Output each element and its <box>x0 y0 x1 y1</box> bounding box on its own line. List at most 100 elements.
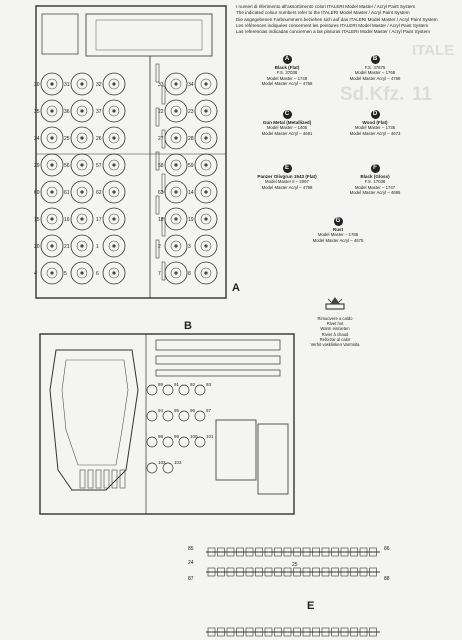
small-part <box>87 469 94 489</box>
part-number: 33 <box>158 82 164 88</box>
small-part <box>146 410 158 422</box>
small-part <box>146 384 158 396</box>
road-wheel-part <box>40 261 64 285</box>
road-wheel-part <box>194 72 218 96</box>
part-number: 2 <box>158 244 161 250</box>
track-link-part <box>331 567 339 577</box>
rod-part <box>161 173 166 193</box>
glue-line: Rimuovere a caldo <box>317 316 353 321</box>
small-part <box>194 436 206 448</box>
header-line: I numeri di riferimento all'assortimento… <box>236 4 416 9</box>
header-line: Les références indiquées concernent les … <box>236 22 429 28</box>
road-wheel-part <box>102 153 126 177</box>
track-link-part <box>245 627 254 637</box>
small-part <box>194 410 206 422</box>
part-number: 18 <box>158 217 164 223</box>
part-number: 27 <box>158 136 164 142</box>
road-wheel-part <box>194 234 218 258</box>
part-number: 60 <box>34 190 40 196</box>
header-line: The indicated colour numbers refer to th… <box>236 10 410 16</box>
part-number: 24 <box>34 136 40 142</box>
paint-letter-badge: D <box>370 110 380 119</box>
part-number: 25 <box>64 136 70 142</box>
road-wheel-part <box>70 153 94 177</box>
part-number: 87 <box>188 576 194 582</box>
part-number: 94 <box>158 408 164 413</box>
part-number: 58 <box>158 163 164 169</box>
road-wheel-part <box>70 261 94 285</box>
track-link-part <box>312 567 320 577</box>
road-wheel-part <box>70 99 94 123</box>
road-wheel-part <box>194 153 218 177</box>
part-number: 101 <box>206 434 214 439</box>
sprue-label-e: E <box>307 600 315 612</box>
road-wheel-part <box>164 153 188 177</box>
track-link-part <box>321 567 330 577</box>
part-number: 98 <box>158 434 164 439</box>
paint-e: E Panzer Olivgrun 1943 (Flat) Model Mast… <box>232 164 342 190</box>
small-part <box>95 469 102 489</box>
track-link-part <box>340 567 349 577</box>
track-link-part <box>264 627 273 637</box>
part-number: 16 <box>64 217 70 223</box>
part-number: 96 <box>190 408 196 413</box>
track-link-part <box>369 627 377 637</box>
glue-line: Verhit vasklinken Varmnita <box>310 342 360 348</box>
small-part <box>119 469 126 489</box>
track-link-part <box>207 567 216 577</box>
track-link-part <box>255 567 263 577</box>
paint-letter-badge: E <box>282 164 292 173</box>
small-part <box>162 410 174 422</box>
track-link-part <box>340 547 349 557</box>
track-link-part <box>245 547 254 557</box>
sprue-a-box-part <box>41 13 79 55</box>
part-number: 24 <box>188 560 194 566</box>
part-number: 17 <box>96 217 102 223</box>
small-part <box>111 469 118 489</box>
paint-line: Model Master II – 2097 <box>265 179 309 185</box>
small-part <box>79 469 86 489</box>
paint-line: F.S. 17038 <box>364 179 386 185</box>
part-number: 100 <box>190 434 198 439</box>
part-number: 14 <box>188 190 194 196</box>
paint-reference-header: I numeri di riferimento all'assortimento… <box>236 4 438 35</box>
track-link-part <box>302 547 311 557</box>
track-sprue-lower <box>206 627 380 637</box>
small-part <box>103 469 110 489</box>
road-wheel-part <box>40 180 64 204</box>
track-link-part <box>226 547 235 557</box>
road-wheel-part <box>194 126 218 150</box>
track-link-part <box>255 547 263 557</box>
track-link-part <box>217 627 225 637</box>
sprue-a-frame <box>35 5 227 299</box>
paint-name: Gun Metal (Metallized) <box>262 120 312 125</box>
track-link-part <box>321 547 330 557</box>
part-number: 15 <box>34 217 40 223</box>
rod-part <box>155 107 160 127</box>
header-line: Die angegebenen Farbnummern beziehen sic… <box>236 16 438 22</box>
sprue-b-rail <box>155 369 281 377</box>
road-wheel-part <box>40 72 64 96</box>
track-link-part <box>369 567 377 577</box>
ghost-brand-text: ITALE <box>412 42 455 59</box>
part-number: 32 <box>96 82 102 88</box>
part-number: 29 <box>34 163 40 169</box>
glue-line: Rivier à chaud <box>321 331 349 337</box>
track-link-part <box>255 627 263 637</box>
paint-line: Model Master Acryl – 4681 <box>261 130 313 136</box>
track-link-part <box>293 567 301 577</box>
small-part <box>178 384 190 396</box>
track-link-part <box>226 627 235 637</box>
sprue-a-hull-plate <box>85 13 213 57</box>
paint-d: D Wood (Flat) Model Master – 1735 Model … <box>320 110 430 136</box>
road-wheel-part <box>40 207 64 231</box>
rod-part <box>155 195 160 215</box>
small-part <box>194 384 206 396</box>
part-number: 19 <box>188 217 194 223</box>
small-part <box>146 436 158 448</box>
part-number: 31 <box>64 82 70 88</box>
paint-line: F.S. 37875 <box>364 65 386 70</box>
part-number: 56 <box>64 163 70 169</box>
